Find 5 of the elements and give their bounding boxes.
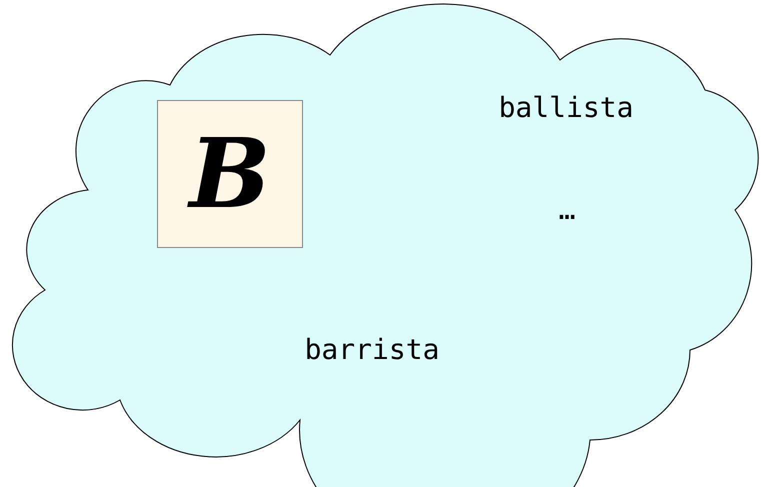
letter-box [157,100,303,248]
cloud-text: barrista [304,332,440,368]
letter-text: B [189,126,271,222]
cloud-text: … [558,192,576,228]
cloud-text: ballista [498,90,634,126]
